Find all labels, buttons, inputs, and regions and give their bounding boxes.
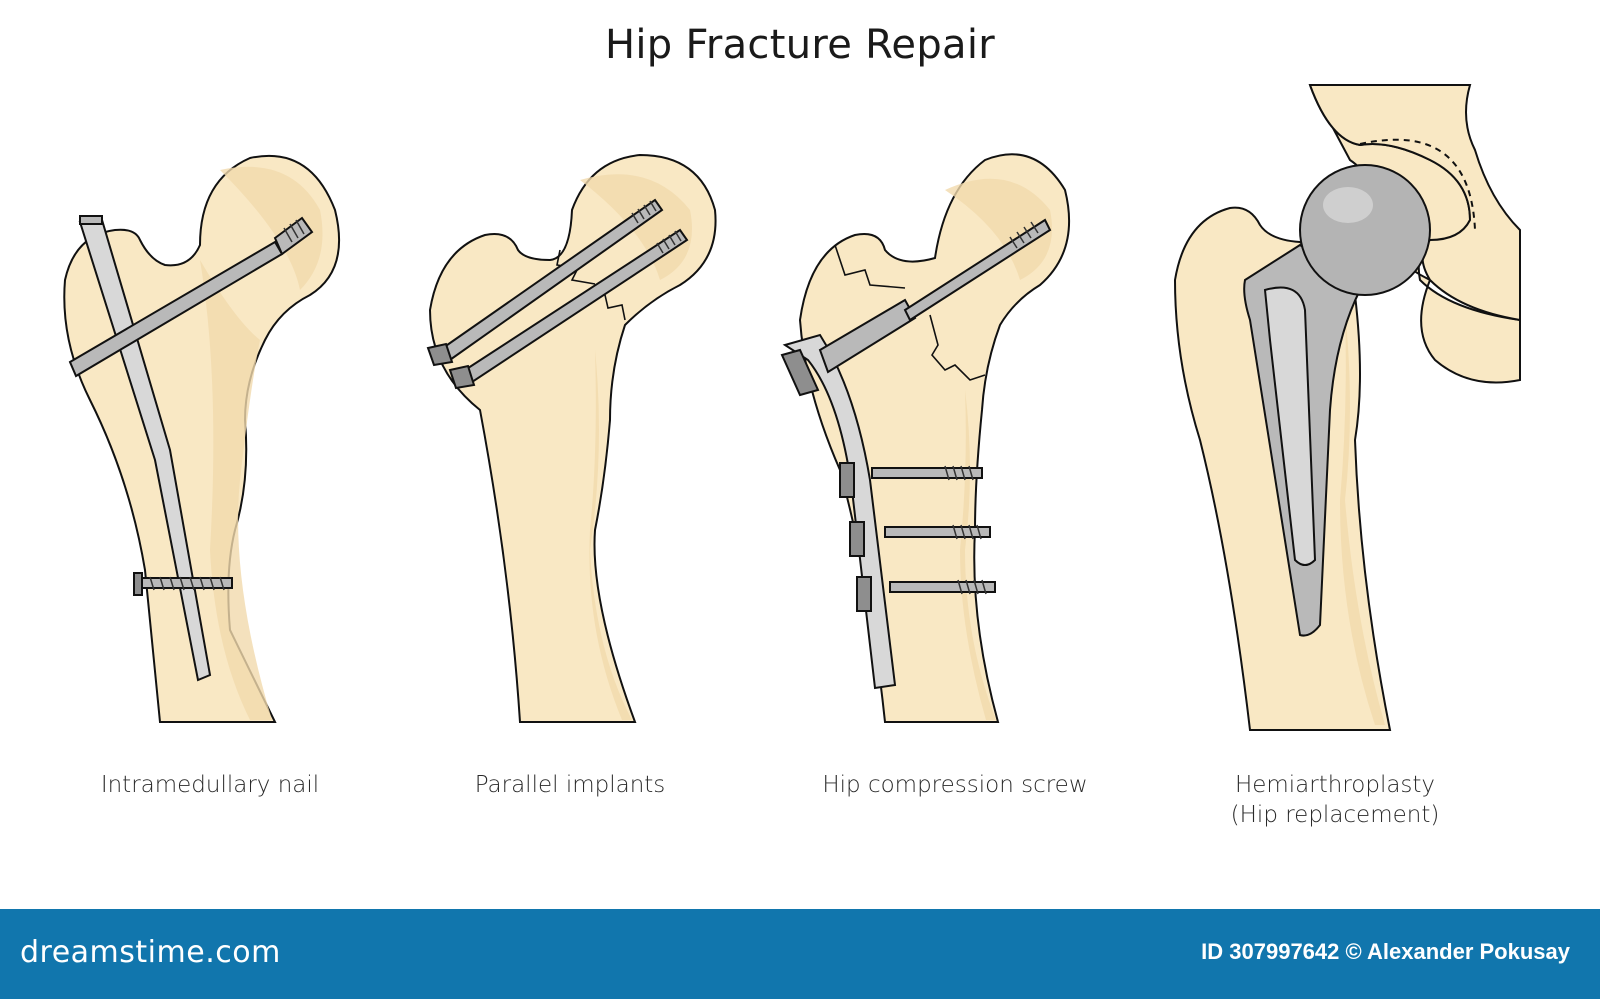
diagram-title: Hip Fracture Repair [604, 22, 996, 68]
footer-bar: dreamstime.com ID 307997642 © Alexander … [0, 909, 1600, 999]
image-credit: ID 307997642 © Alexander Pokusay [1201, 939, 1570, 964]
parallel-implants-illustration [426, 153, 717, 723]
brand-logo[interactable]: dreamstime.com [20, 935, 281, 970]
hemiarthroplasty-illustration [1173, 84, 1521, 731]
caption-hemiarthroplasty-line1: Hemiarthroplasty [1234, 772, 1436, 798]
hip-compression-screw-illustration [780, 153, 1071, 723]
caption-hemiarthroplasty: Hemiarthroplasty (Hip replacement) [1200, 770, 1470, 830]
caption-intramedullary-nail: Intramedullary nail [100, 772, 320, 798]
caption-parallel-implants: Parallel implants [474, 772, 666, 798]
caption-hip-compression-screw: Hip compression screw [822, 772, 1088, 798]
caption-hemiarthroplasty-line2: (Hip replacement) [1230, 802, 1440, 828]
intramedullary-nail-illustration [63, 154, 341, 723]
